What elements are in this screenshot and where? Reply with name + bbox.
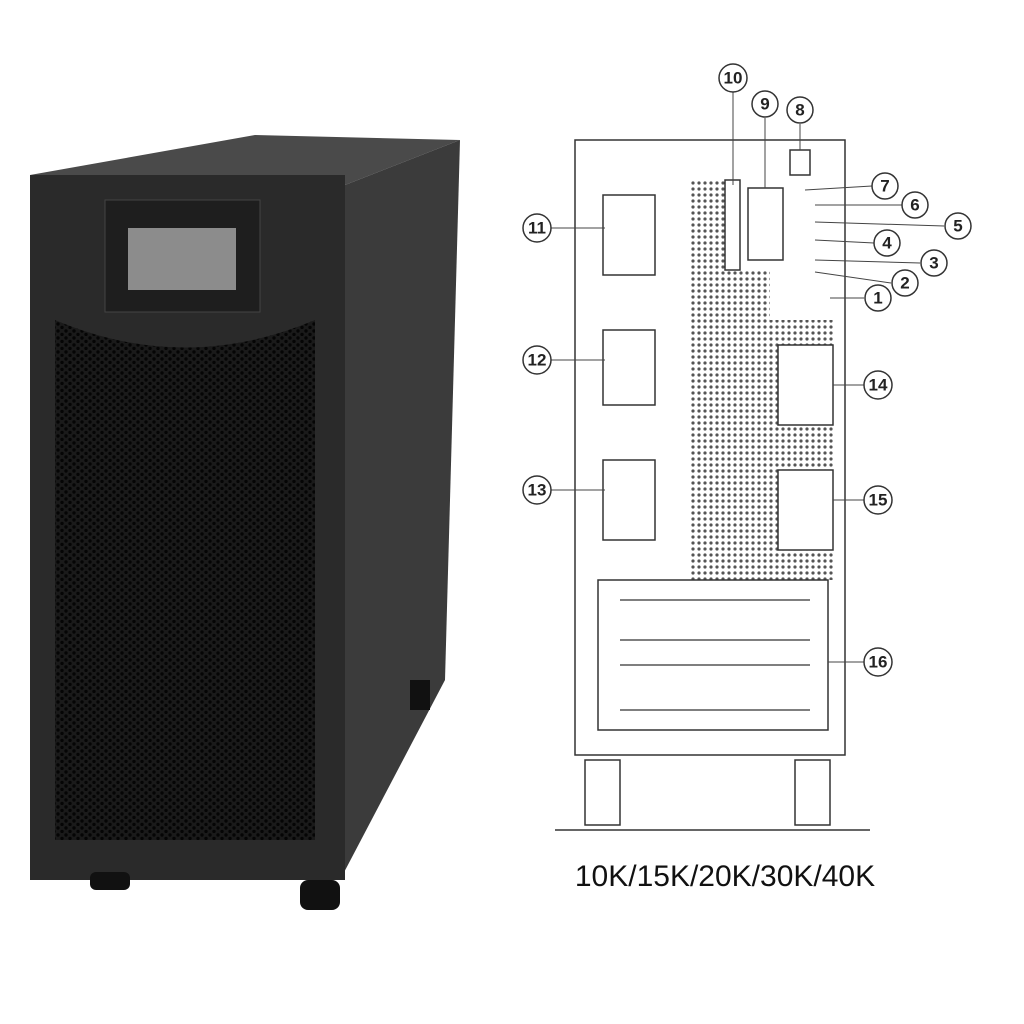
callout-3: 3 (920, 249, 948, 277)
card-slot (747, 187, 784, 261)
svg-text:8: 8 (795, 101, 804, 120)
cabinet-top (30, 135, 460, 185)
leader-lines (551, 92, 945, 663)
svg-text:11: 11 (528, 219, 546, 238)
callout-14: 14 (863, 370, 893, 400)
callout-9: 9 (751, 90, 779, 118)
callout-7: 7 (871, 172, 899, 200)
callouts: 1 2 3 4 5 6 7 8 9 10 11 12 13 14 15 16 (522, 63, 972, 677)
callout-8: 8 (786, 96, 814, 124)
callout-12: 12 (522, 345, 552, 375)
callout-5: 5 (944, 212, 972, 240)
svg-text:12: 12 (528, 351, 547, 370)
callout-1: 1 (864, 284, 892, 312)
svg-text:16: 16 (869, 653, 888, 672)
svg-text:14: 14 (869, 376, 888, 395)
caster (794, 759, 831, 826)
cabinet-side (340, 140, 460, 880)
svg-text:13: 13 (528, 481, 547, 500)
svg-text:7: 7 (880, 177, 889, 196)
callout-6: 6 (901, 191, 929, 219)
callout-13: 13 (522, 475, 552, 505)
caster (584, 759, 621, 826)
svg-text:9: 9 (760, 95, 769, 114)
model-caption: 10K/15K/20K/30K/40K (574, 860, 876, 893)
callout-10: 10 (718, 63, 748, 93)
callout-2: 2 (891, 269, 919, 297)
callout-15: 15 (863, 485, 893, 515)
breakers-right (777, 344, 834, 551)
terminal-block (597, 579, 829, 731)
svg-text:3: 3 (929, 254, 938, 273)
caster-wheel (300, 880, 340, 910)
breakers-left (602, 194, 656, 541)
rear-panel-diagram (551, 92, 945, 831)
svg-text:15: 15 (869, 491, 888, 510)
svg-text:5: 5 (953, 217, 962, 236)
svg-text:6: 6 (910, 196, 919, 215)
callout-4: 4 (873, 229, 901, 257)
caster-wheel (410, 680, 430, 710)
port-8 (789, 149, 811, 176)
svg-text:1: 1 (873, 289, 882, 308)
front-grille (55, 320, 315, 840)
lcd-screen (128, 228, 236, 290)
caster-wheel (90, 872, 130, 890)
callout-11: 11 (522, 213, 552, 243)
ups-cabinet (30, 135, 460, 910)
svg-text:4: 4 (882, 234, 892, 253)
svg-text:2: 2 (900, 274, 909, 293)
svg-text:10: 10 (724, 69, 743, 88)
callout-16: 16 (863, 647, 893, 677)
